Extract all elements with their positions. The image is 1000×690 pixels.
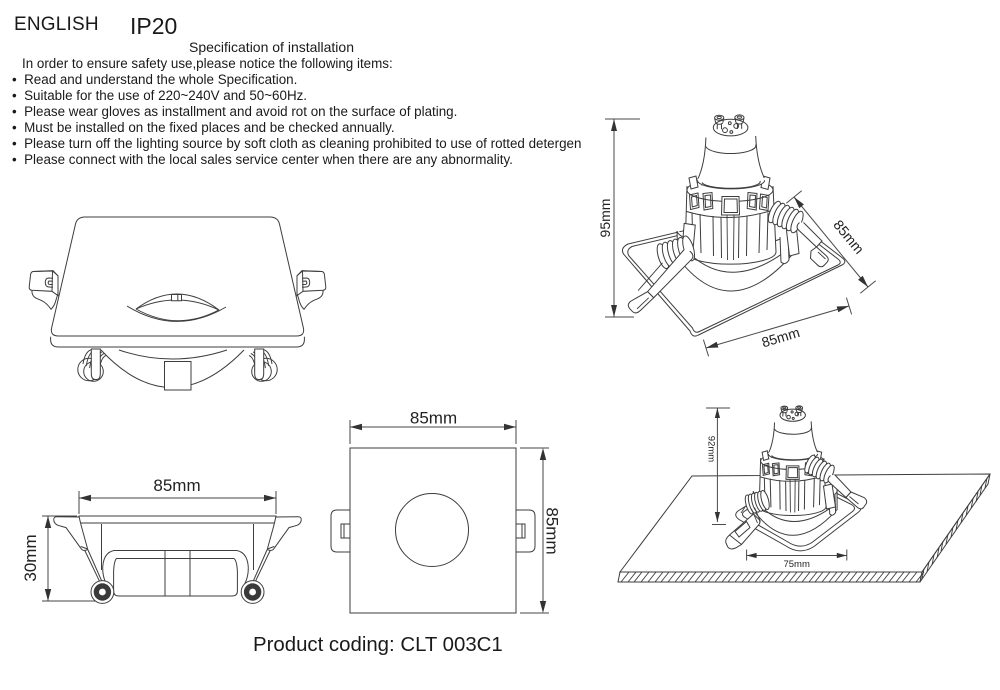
svg-text:85mm: 85mm [543,507,562,554]
svg-text:95mm: 95mm [597,199,613,238]
svg-text:85mm: 85mm [410,409,457,428]
svg-text:30mm: 30mm [21,534,40,581]
svg-text:85mm: 85mm [153,476,200,495]
svg-text:85mm: 85mm [760,324,802,350]
svg-text:75mm: 75mm [783,559,809,570]
svg-text:92mm: 92mm [706,436,717,462]
svg-text:85mm: 85mm [830,217,867,257]
